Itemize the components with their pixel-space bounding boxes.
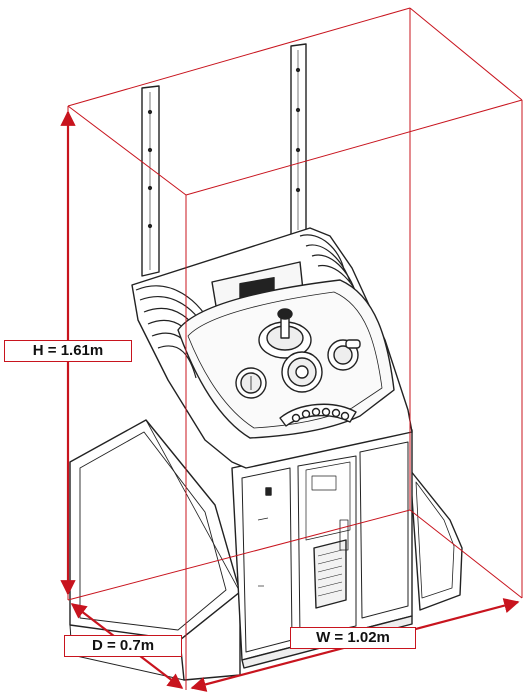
right-knob: [327, 339, 361, 371]
depth-label: D = 0.7m: [64, 635, 182, 657]
left-dial: [235, 367, 267, 399]
width-label: W = 1.02m: [290, 627, 416, 649]
button-cluster: [279, 403, 357, 427]
joystick: [258, 308, 312, 359]
height-label: H = 1.61m: [4, 340, 132, 362]
center-dial: [281, 351, 323, 393]
machine-illustration: [69, 43, 463, 681]
right-side-box: [409, 469, 463, 611]
back-posts: [141, 43, 307, 277]
console-body: [131, 227, 413, 469]
